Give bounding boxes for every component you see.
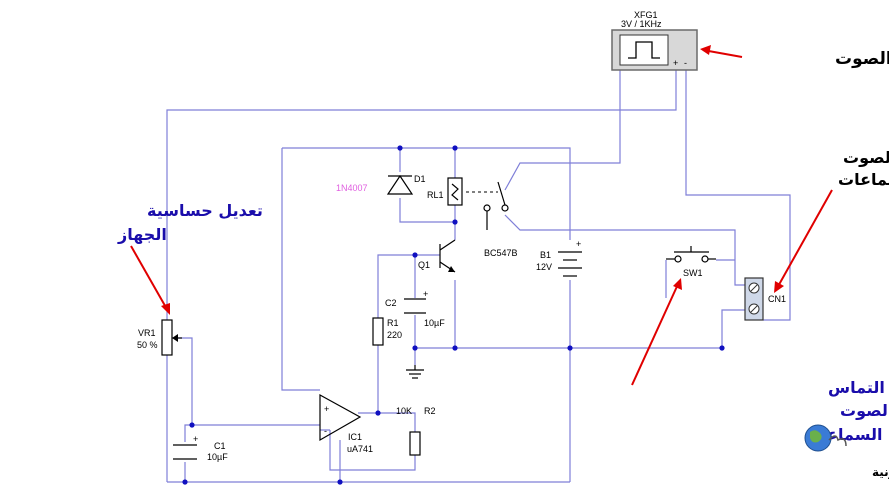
c1-plus: +: [193, 434, 198, 444]
diode-d1: D1 1N4007: [336, 174, 426, 195]
c1-ref: C1: [214, 441, 226, 451]
annotation-amplifier: مكبر الصوت: [835, 49, 889, 69]
generator-ref: XFG1: [634, 10, 658, 20]
arrow-to-vr1: [130, 245, 169, 312]
wire-c1-top: [184, 424, 192, 442]
ground-symbol: [406, 365, 424, 379]
junction-dot: [397, 145, 403, 151]
annotation-short-line1: تمثيل وضع " قصر " التماس: [828, 378, 889, 397]
wire-top-rail: [282, 147, 571, 240]
junction-dot: [719, 345, 725, 351]
junction-dot: [452, 145, 458, 151]
junction-dot: [337, 479, 343, 485]
junction-dot: [182, 479, 188, 485]
b1-ref: B1: [540, 250, 551, 260]
c2-plus: +: [423, 289, 428, 299]
wire-vr1-wiper: [172, 337, 320, 426]
connector-cn1: CN1: [744, 277, 786, 321]
arrow-to-cn1: [775, 189, 833, 291]
capacitor-c2: + C2 10µF: [385, 289, 445, 328]
ic1-ref: IC1: [348, 432, 362, 442]
junction-dot: [375, 410, 381, 416]
r1-ref: R1: [387, 318, 399, 328]
rl1-ref: RL1: [427, 190, 444, 200]
vr1-ref: VR1: [138, 328, 156, 338]
r2-value: 10K: [396, 406, 412, 416]
logo-text: القرية الالكترونية: [872, 465, 889, 480]
capacitor-c1: + C1 10µF: [173, 434, 228, 462]
d1-part: 1N4007: [336, 183, 368, 193]
ic1-part: uA741: [347, 444, 373, 454]
wire-gen-minus-to-cn1: [685, 67, 791, 321]
q1-part: BC547B: [484, 248, 518, 258]
annotation-output-line2: إلى السماعات: [838, 170, 889, 189]
relay-rl1: RL1: [427, 177, 509, 230]
annotation-output-line1: خروج الصوت: [843, 148, 889, 167]
b1-value: 12V: [536, 262, 552, 272]
switch-sw1: SW1: [666, 246, 716, 278]
junction-dots: [182, 145, 725, 485]
sw1-ref: SW1: [683, 268, 703, 278]
wire-diode-bottom: [399, 198, 455, 223]
junction-dot: [412, 252, 418, 258]
r2-ref: R2: [424, 406, 436, 416]
ic1-plus: +: [324, 404, 329, 414]
arrow-to-sw1: [631, 281, 680, 386]
battery-b1: + B1 12V: [536, 239, 582, 277]
generator-plus: +: [673, 58, 678, 68]
cn1-ref: CN1: [768, 294, 786, 304]
opamp-ic1: + - IC1 uA741: [319, 393, 373, 454]
c1-value: 10µF: [207, 452, 228, 462]
ic1-minus: -: [324, 426, 327, 436]
junction-dot: [567, 345, 573, 351]
square-wave-icon: [628, 41, 660, 59]
annotation-sensitivity-line1: تعديل حساسية: [147, 201, 263, 220]
annotation-short-line2: شورت في أسلاك تمرير الصوت: [840, 400, 889, 421]
wire-left-rail: [281, 148, 320, 391]
junction-dot: [412, 345, 418, 351]
junction-dot: [189, 422, 195, 428]
site-logo: القرية الالكترونية: [804, 424, 889, 480]
junction-dot: [452, 345, 458, 351]
annotation-sensitivity-line2: الجهاز: [117, 225, 167, 244]
r1-value: 220: [387, 330, 402, 340]
annotation-arrows: [130, 45, 833, 386]
wire-contact-to-sw: [504, 214, 752, 286]
wire-base: [377, 254, 440, 318]
transistor-q1: Q1 BC547B: [418, 239, 518, 273]
b1-plus: +: [576, 239, 581, 249]
wire-r2-bottom: [329, 430, 416, 471]
resistor-r1: R1 220: [372, 317, 402, 346]
wire-gen-plus-to-vr1: [166, 67, 677, 320]
q1-ref: Q1: [418, 260, 430, 270]
c2-ref: C2: [385, 298, 397, 308]
generator-value: 3V / 1KHz: [621, 19, 662, 29]
vr1-value: 50 %: [137, 340, 158, 350]
logo-glyph-icon: [828, 435, 847, 447]
annotations: مكبر الصوت خروج الصوت إلى السماعات تعديل…: [117, 49, 889, 444]
resistor-r2: 10K R2: [396, 406, 436, 456]
function-generator: XFG1 3V / 1KHz + -: [611, 10, 698, 71]
d1-ref: D1: [414, 174, 426, 184]
generator-minus: -: [684, 58, 687, 68]
wire-relay-to-gen: [504, 67, 621, 191]
c2-value: 10µF: [424, 318, 445, 328]
junction-dot: [452, 219, 458, 225]
wire-ground-rail: [415, 309, 752, 349]
potentiometer-vr1: VR1 50 %: [137, 319, 182, 356]
wires: [166, 67, 791, 483]
